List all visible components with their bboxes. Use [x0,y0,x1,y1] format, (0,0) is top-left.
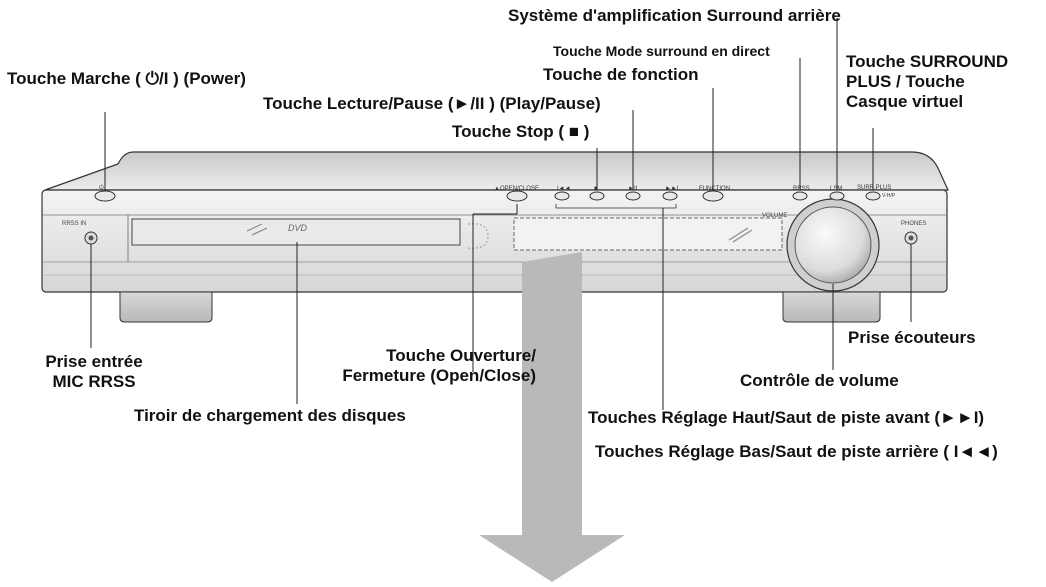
prev-button [554,191,570,201]
play-pause-button [625,191,641,201]
svg-text:SURR.PLUS: SURR.PLUS [857,185,891,191]
svg-text:I◄◄: I◄◄ [557,186,571,192]
svg-text:FUNCTION: FUNCTION [699,186,730,192]
device-top [44,151,949,191]
svg-text:V-H/P: V-H/P [882,193,896,199]
power-key-label: Touche Marche ( ⏻/I ) (Power) [7,69,246,88]
arrow [479,252,625,582]
surround-plus-button [865,191,881,201]
power-button [94,190,116,202]
lsm-button [829,191,845,201]
open-close-button [506,190,528,202]
surround-plus-label: Touche SURROUND PLUS / Touche Casque vir… [846,52,1008,112]
stop-key-label: Touche Stop ( ■ ) [452,122,590,141]
svg-text:RRSS: RRSS [793,186,810,192]
display-window [513,217,783,251]
tuning-up-label: Touches Réglage Haut/Saut de piste avant… [588,408,985,427]
function-key-label: Touche de fonction [543,65,699,84]
disc-tray-label: Tiroir de chargement des disques [134,406,406,425]
svg-text:⏻: ⏻ [99,184,104,191]
svg-text:■: ■ [594,186,598,192]
stop-button [589,191,605,201]
tuning-down-label: Touches Réglage Bas/Saut de piste arrièr… [595,442,998,461]
right-foot [782,291,881,323]
open-close-line-1: Touche Ouverture/ [386,346,536,365]
mic-line-1: Prise entrée [45,352,143,371]
volume-control-label: Contrôle de volume [740,371,899,390]
dvd-logo: DVD [288,223,308,233]
function-button [702,190,724,202]
open-close-label: Touche Ouverture/ Fermeture (Open/Close) [306,346,536,386]
mic-input-label: Prise entrée MIC RRSS [38,352,150,392]
leader-lines [90,18,912,410]
volume-knob [794,206,872,284]
next-button [662,191,678,201]
svg-text:VOLUME: VOLUME [762,213,787,219]
surround-plus-line-1: Touche SURROUND [846,52,1009,71]
disc-tray-slot [131,218,461,246]
direct-surround-label: Touche Mode surround en direct [553,43,770,59]
surround-plus-line-2: PLUS / Touche [846,72,965,91]
headphones-label: Prise écouteurs [848,328,976,347]
surround-plus-line-3: Casque virtuel [846,92,964,111]
device-front [41,189,948,293]
rear-amp-label: Système d'amplification Surround arrière [508,6,841,25]
svg-text:▲OPEN/CLOSE: ▲OPEN/CLOSE [494,186,539,192]
svg-text:LSM: LSM [830,186,842,192]
svg-text:PHONES: PHONES [901,221,926,227]
open-close-line-2: Fermeture (Open/Close) [342,366,536,385]
mic-line-2: MIC RRSS [52,372,136,391]
svg-text:RRSS IN: RRSS IN [62,221,86,227]
left-foot [119,291,213,323]
rrss-button [792,191,808,201]
play-pause-key-label: Touche Lecture/Pause (►/II ) (Play/Pause… [263,94,601,113]
svg-text:►►I: ►►I [665,186,679,192]
